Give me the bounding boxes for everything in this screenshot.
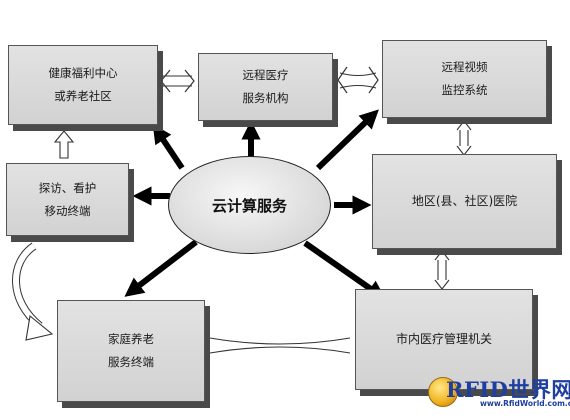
node-label-line: 远程视频 bbox=[441, 60, 488, 74]
logo-globe-icon bbox=[428, 377, 458, 407]
node-label-line: 服务终端 bbox=[108, 355, 154, 369]
arrow-to-city bbox=[303, 240, 386, 300]
cloud-service-hub: 云计算服务 bbox=[168, 156, 331, 254]
arrow-to-home bbox=[124, 239, 198, 297]
node-label-line: 健康福利中心 bbox=[48, 66, 118, 80]
node-label-line: 探访、看护 bbox=[38, 180, 97, 195]
node-label-line: 或养老社区 bbox=[54, 89, 112, 103]
cloud-service-label: 云计算服务 bbox=[211, 196, 287, 215]
connector-home-city bbox=[209, 337, 351, 354]
logo-url: www.RfidWorld.com.cn bbox=[480, 399, 570, 408]
node-label-line: 市内医疗管理机关 bbox=[395, 332, 492, 346]
arrow-to-video bbox=[315, 109, 379, 171]
node-label-line: 地区(县、社区)医院 bbox=[411, 194, 518, 208]
node-remote-medical-agency: 远程医疗 服务机构 bbox=[198, 53, 333, 121]
node-label-line: 移动终端 bbox=[44, 203, 91, 218]
node-remote-video-monitoring: 远程视频 监控系统 bbox=[382, 40, 547, 118]
logo-brand: RFID世界网 bbox=[446, 377, 570, 402]
node-home-care-terminal: 家庭养老 服务终端 bbox=[57, 300, 205, 402]
node-label-line: 监控系统 bbox=[441, 83, 488, 97]
connector-video-local bbox=[456, 120, 472, 156]
node-city-medical-authority: 市内医疗管理机关 bbox=[355, 289, 533, 390]
connector-mobile-health bbox=[53, 130, 75, 159]
node-local-hospital: 地区(县、社区)医院 bbox=[372, 154, 557, 249]
node-mobile-care-terminal: 探访、看护 移动终端 bbox=[6, 163, 129, 236]
connector-local-city bbox=[434, 250, 450, 290]
connector-health-remmed bbox=[160, 69, 195, 93]
node-label-line: 服务机构 bbox=[242, 91, 289, 105]
node-health-welfare-center: 健康福利中心 或养老社区 bbox=[8, 45, 158, 125]
radial-arrows bbox=[124, 109, 386, 300]
connector-remmed-video bbox=[337, 66, 379, 94]
node-label-line: 远程医疗 bbox=[242, 68, 289, 82]
arrow-to-health bbox=[152, 124, 185, 170]
connector-mobile-home bbox=[12, 242, 54, 341]
rfid-world-logo: RFID世界网 www.RfidWorld.com.cn bbox=[422, 371, 570, 411]
node-label-line: 家庭养老 bbox=[108, 332, 154, 346]
